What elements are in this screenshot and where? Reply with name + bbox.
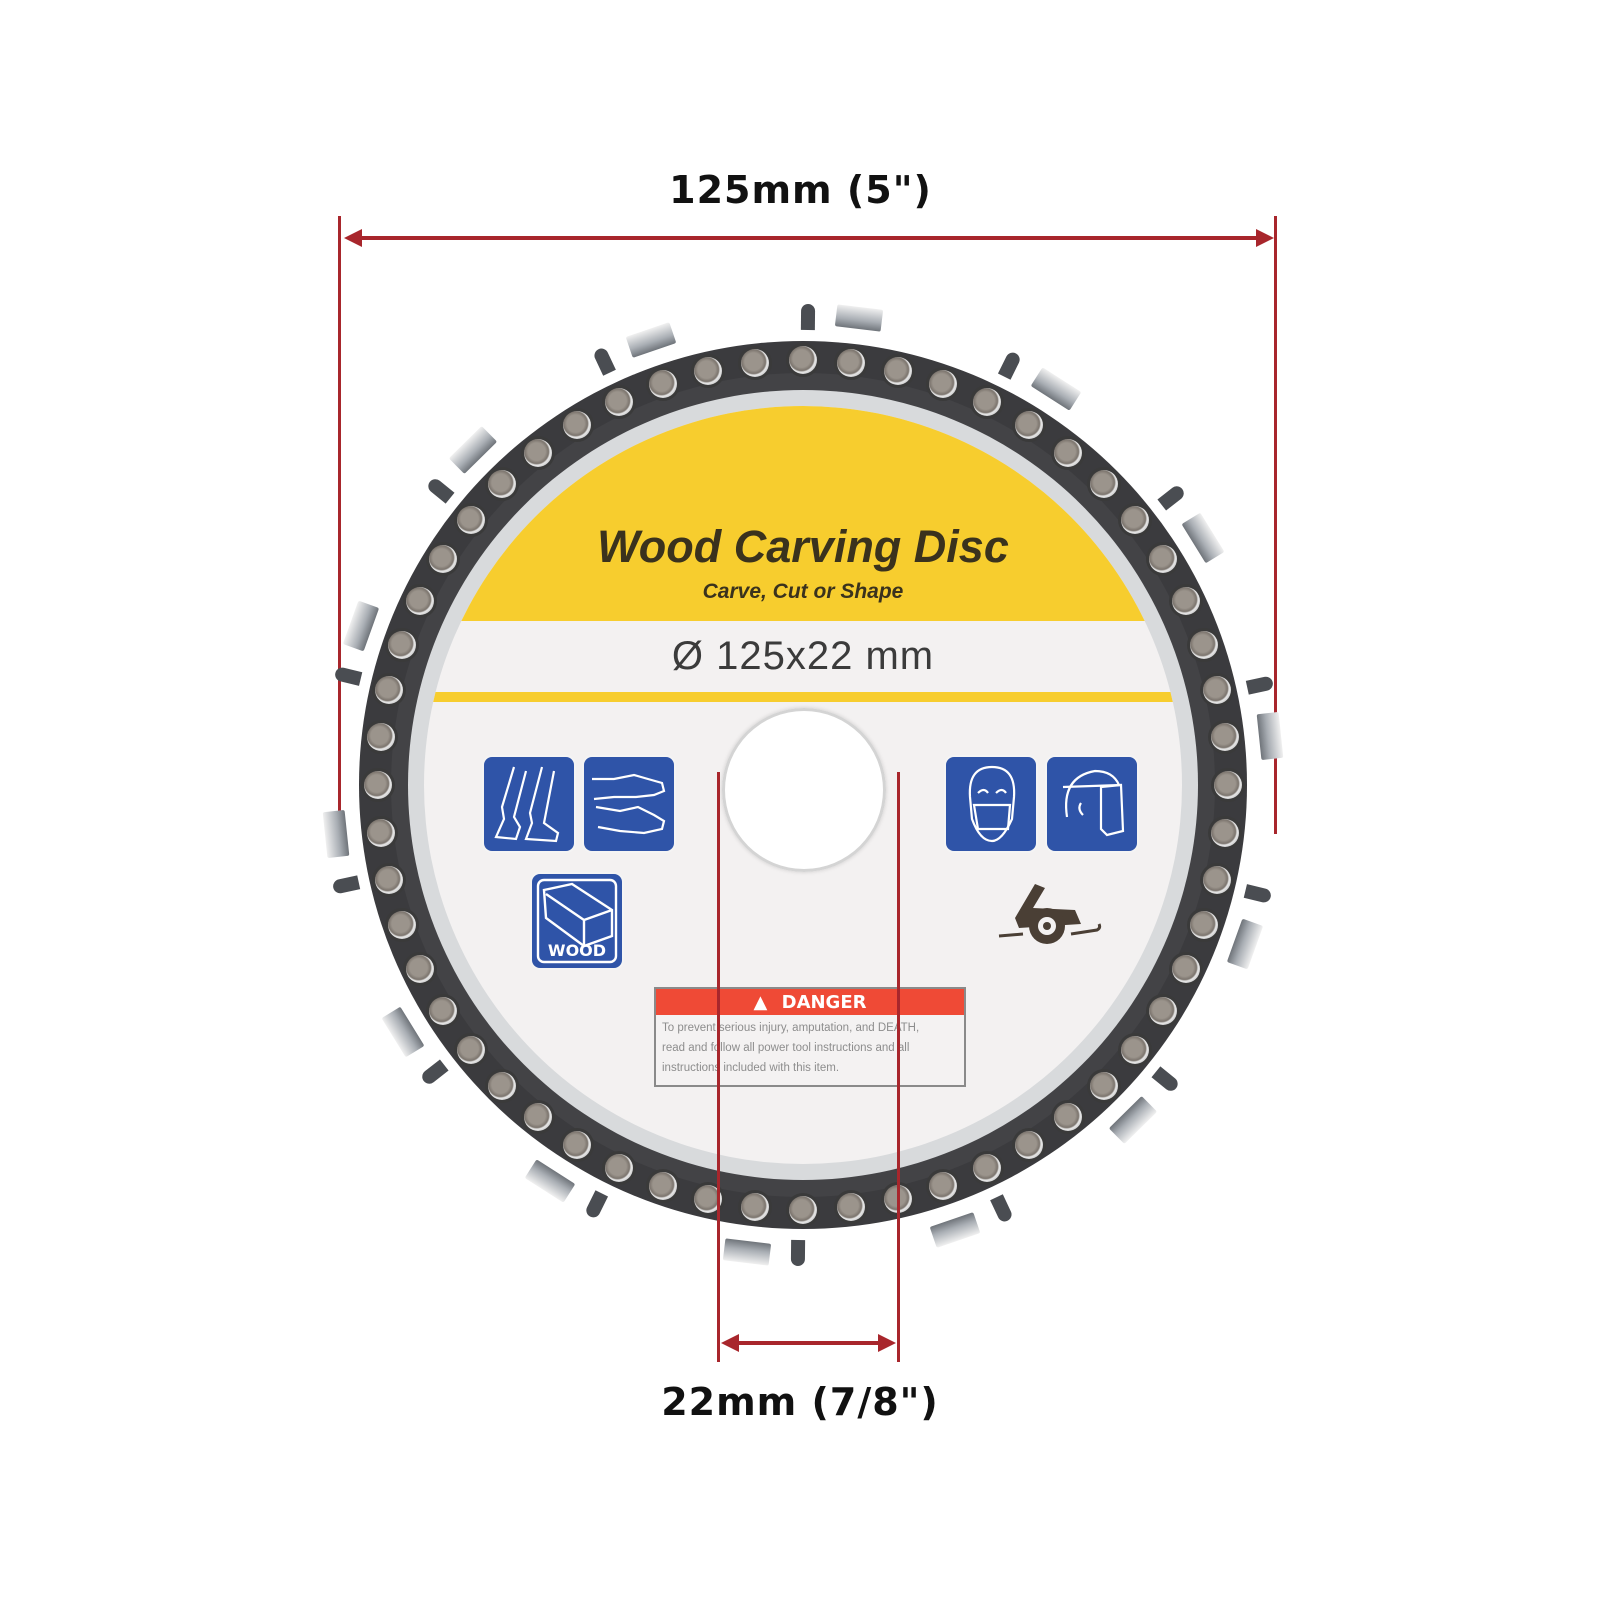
chain-rivet [406, 955, 435, 984]
face-shield-icon [1047, 757, 1137, 851]
depth-gauge [1243, 883, 1273, 904]
arrow-right-icon [878, 1334, 896, 1352]
outer-dimension-line [352, 236, 1260, 240]
chain-rivet [883, 356, 912, 385]
depth-gauge [791, 1239, 806, 1267]
chain-rivet [1171, 955, 1200, 984]
cutter-tooth [1030, 367, 1082, 411]
cutter-tooth [381, 1006, 425, 1058]
wood-material-icon: WOOD [532, 874, 622, 968]
cutter-tooth [524, 1159, 576, 1203]
chain-rivet [1148, 997, 1177, 1026]
chain-rivet [789, 1196, 817, 1224]
dust-mask-icon [946, 757, 1036, 851]
outer-dimension-right-extension-line [1274, 216, 1277, 834]
chain-rivet [741, 348, 770, 377]
chain-rivet [1211, 723, 1240, 752]
chain-rivet [648, 369, 677, 398]
chain-rivet [387, 911, 416, 940]
chain-rivet [836, 1193, 865, 1222]
chain-rivet [1190, 911, 1219, 940]
chain-rivet [387, 630, 416, 659]
warning-triangle-icon: ▲ [753, 992, 768, 1013]
chain-rivet [562, 1130, 591, 1159]
chain-rivet [374, 865, 403, 894]
arrow-left-icon [344, 229, 362, 247]
yellow-stripe [424, 692, 1182, 702]
chain-rivet [1089, 1071, 1118, 1100]
danger-text-line: To prevent serious injury, amputation, a… [662, 1022, 920, 1034]
chain-rivet [429, 997, 458, 1026]
bore-dimension-right-extension-line [897, 772, 900, 1362]
chain-rivet [789, 346, 817, 374]
depth-gauge [989, 1193, 1014, 1224]
safety-gloves-icon [584, 757, 674, 851]
chain-rivet [1190, 630, 1219, 659]
cutter-tooth [722, 1237, 771, 1266]
cutter-tooth [322, 809, 349, 858]
chain-rivet [1015, 1130, 1044, 1159]
chain-rivet [604, 1153, 633, 1182]
chain-rivet [456, 1035, 485, 1064]
depth-gauge [1246, 675, 1275, 696]
chain-rivet [1211, 818, 1240, 847]
depth-gauge [331, 874, 360, 895]
bore-diameter-label: 22mm (7/8") [661, 1380, 939, 1424]
cutter-tooth [1181, 512, 1225, 564]
safety-boots-icon [484, 757, 574, 851]
danger-heading: DANGER [781, 992, 867, 1013]
size-spec: Ø 125x22 mm [671, 634, 935, 678]
chain-rivet [1121, 1035, 1150, 1064]
chain-rivet [524, 1103, 553, 1132]
chain-rivet [1214, 771, 1242, 799]
angle-grinder-icon [995, 878, 1105, 948]
chain-rivet [648, 1172, 677, 1201]
chain-rivet [836, 348, 865, 377]
cutter-tooth [625, 322, 677, 359]
chain-rivet [1053, 1103, 1082, 1132]
arbor-hole [722, 708, 886, 872]
chain-rivet [694, 356, 723, 385]
danger-header: ▲ DANGER [656, 989, 964, 1015]
chain-rivet [1203, 676, 1232, 705]
depth-gauge [419, 1059, 449, 1087]
chain-rivet [364, 771, 392, 799]
chain-rivet [366, 818, 395, 847]
depth-gauge [998, 350, 1023, 381]
danger-text-line: read and follow all power tool instructi… [662, 1042, 910, 1054]
depth-gauge [1151, 1066, 1181, 1095]
danger-text-line: instructions included with this item. [662, 1062, 840, 1074]
depth-gauge [583, 1189, 608, 1220]
danger-warning-label: ▲ DANGER To prevent serious injury, ampu… [654, 987, 966, 1087]
bore-dimension-line [730, 1341, 884, 1345]
chain-rivet [973, 1153, 1002, 1182]
product-subtitle: Carve, Cut or Shape [702, 580, 904, 603]
outer-dimension-left-extension-line [338, 216, 341, 834]
yellow-band [424, 406, 1182, 621]
cutter-tooth [835, 304, 884, 333]
wood-label: WOOD [547, 941, 607, 960]
arrow-left-icon [721, 1334, 739, 1352]
bore-dimension-left-extension-line [717, 772, 720, 1362]
product-title: Wood Carving Disc [597, 521, 1009, 572]
cutter-tooth [1257, 711, 1284, 761]
chain-rivet [1203, 865, 1232, 894]
depth-gauge [592, 346, 617, 377]
danger-text: To prevent serious injury, amputation, a… [656, 1015, 964, 1081]
cutter-tooth [1227, 918, 1264, 970]
chain-rivet [488, 1071, 517, 1100]
outer-diameter-label: 125mm (5") [669, 168, 932, 212]
depth-gauge [333, 666, 363, 687]
cutter-tooth [1108, 1095, 1157, 1144]
arrow-right-icon [1256, 229, 1274, 247]
chain-rivet [929, 369, 958, 398]
chain-rivet [366, 723, 395, 752]
chain-rivet [374, 676, 403, 705]
cutter-tooth [342, 600, 379, 652]
chain-rivet [741, 1193, 770, 1222]
depth-gauge [800, 303, 815, 331]
chain-rivet [929, 1172, 958, 1201]
cutter-tooth [929, 1211, 981, 1248]
